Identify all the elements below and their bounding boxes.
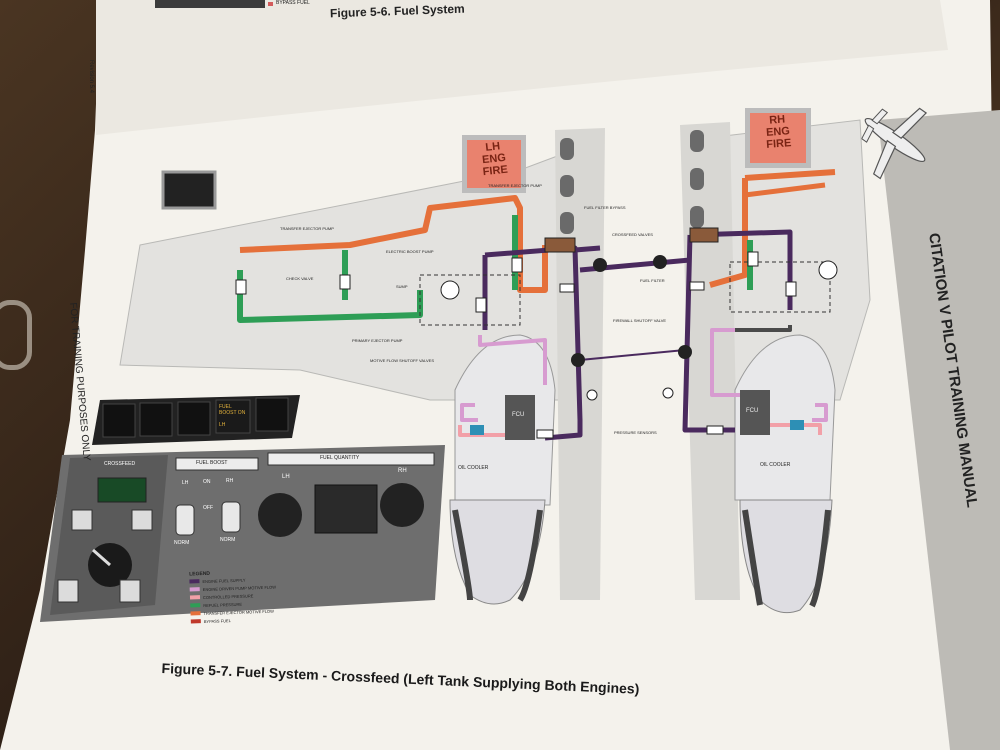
fuel-filters xyxy=(544,227,719,253)
rh-fire-text: RH ENG FIRE xyxy=(765,113,792,151)
lh-fire-text: LH ENG FIRE xyxy=(481,140,509,179)
legend-swatch xyxy=(189,595,201,600)
legend-swatch xyxy=(189,579,200,584)
prev-page-graphic xyxy=(155,0,265,8)
fuel-qty-rh: RH xyxy=(398,468,407,474)
fuel-control-panel xyxy=(40,445,445,622)
label-check-valve: CHECK VALVE xyxy=(286,276,314,281)
label-fcu-right: FCU xyxy=(746,408,759,414)
refuel-line-left xyxy=(237,270,423,323)
rh-boost-toggle xyxy=(221,501,241,533)
fcu-boxes xyxy=(505,390,770,440)
airplane-icon xyxy=(861,107,928,180)
transfer-motive-line-left xyxy=(239,195,548,293)
prev-legend-fragment: BYPASS FUEL xyxy=(276,0,310,6)
panel-boost-title: FUEL BOOST xyxy=(196,460,228,466)
legend-label: REFUEL PRESSURE xyxy=(203,601,243,608)
right-engine xyxy=(734,334,836,614)
panel-crossfeed-title: CROSSFEED xyxy=(104,461,136,467)
lh-fuel-gauge xyxy=(258,493,302,537)
boost-off-label: OFF xyxy=(203,505,213,511)
previous-page xyxy=(96,0,948,135)
legend-swatch xyxy=(190,619,201,624)
motive-flow-left xyxy=(478,335,547,385)
label-motive-flow-shutoff-valves: MOTIVE FLOW SHUTOFF VALVES xyxy=(370,358,435,363)
fuel-boost-on-annunciator xyxy=(215,399,251,434)
boost-col-lh: LH xyxy=(182,480,189,486)
ejector-pump-symbols xyxy=(235,251,797,439)
label-transfer-ejector-pump-top: TRANSFER EJECTOR PUMP xyxy=(488,183,542,188)
fuselage-windows xyxy=(560,130,704,234)
motive-flow-right xyxy=(710,328,740,397)
boost-norm-right: NORM xyxy=(220,537,236,543)
label-primary-ejector-pump: PRIMARY EJECTOR PUMP xyxy=(352,338,403,343)
label-oil-cooler-right: OIL COOLER xyxy=(760,462,791,468)
fuel-boost-on-text: FUEL BOOST ON LH xyxy=(219,404,246,428)
pressure-sensors xyxy=(586,387,674,401)
boost-pumps xyxy=(440,260,838,300)
panel-fuel-qty-title: FUEL QUANTITY xyxy=(320,455,360,461)
indicator-square xyxy=(161,170,217,210)
legend-swatch xyxy=(189,587,200,592)
legend-label: BYPASS FUEL xyxy=(203,617,231,624)
fuel-qty-lh: LH xyxy=(282,474,290,480)
label-fuel-filter: FUEL FILTER xyxy=(640,278,665,283)
label-fuel-filter-bypass: FUEL FILTER BYPASS xyxy=(584,205,626,210)
rh-engine-fire-light xyxy=(745,108,811,168)
boost-norm-left: NORM xyxy=(174,540,190,546)
crossfeed-display xyxy=(97,477,147,503)
boost-col-on: ON xyxy=(203,479,211,485)
firewall-shutoff-valves xyxy=(571,345,692,367)
label-transfer-ejector-pump-left: TRANSFER EJECTOR PUMP xyxy=(280,226,334,231)
label-crossfeed-valves: CROSSFEED VALVES xyxy=(612,232,653,237)
controlled-pressure-left xyxy=(458,425,505,437)
crossfeed-valves xyxy=(593,255,667,272)
left-sump-outline xyxy=(419,274,521,326)
section-bar xyxy=(878,110,1000,750)
legend-label: ENGINE FUEL SUPPLY xyxy=(202,577,246,584)
right-sump-outline xyxy=(729,261,831,313)
fuel-quantity-display xyxy=(314,484,378,534)
rh-fuel-gauge xyxy=(380,483,424,527)
lh-boost-toggle xyxy=(175,504,195,536)
label-electric-boost-pump: ELECTRIC BOOST PUMP xyxy=(386,249,434,254)
oil-coolers xyxy=(470,420,804,435)
annunciator-panel xyxy=(92,395,300,445)
transfer-motive-line-right-top xyxy=(744,169,836,181)
label-pressure-sensors: PRESSURE SENSORS xyxy=(614,430,657,435)
label-fcu-left: FCU xyxy=(512,412,525,418)
revision-label: Revision 5.4 xyxy=(88,60,94,94)
label-oil-cooler-left: OIL COOLER xyxy=(458,465,489,471)
legend-swatch xyxy=(190,611,201,616)
boost-col-rh: RH xyxy=(226,478,234,484)
lh-engine-fire-light xyxy=(462,135,526,193)
label-sump: SUMP xyxy=(396,284,408,289)
binder-ring xyxy=(0,300,32,370)
legend-swatch xyxy=(190,603,201,608)
label-firewall-shutoff-valve: FIREWALL SHUTOFF VALVE xyxy=(613,318,667,323)
